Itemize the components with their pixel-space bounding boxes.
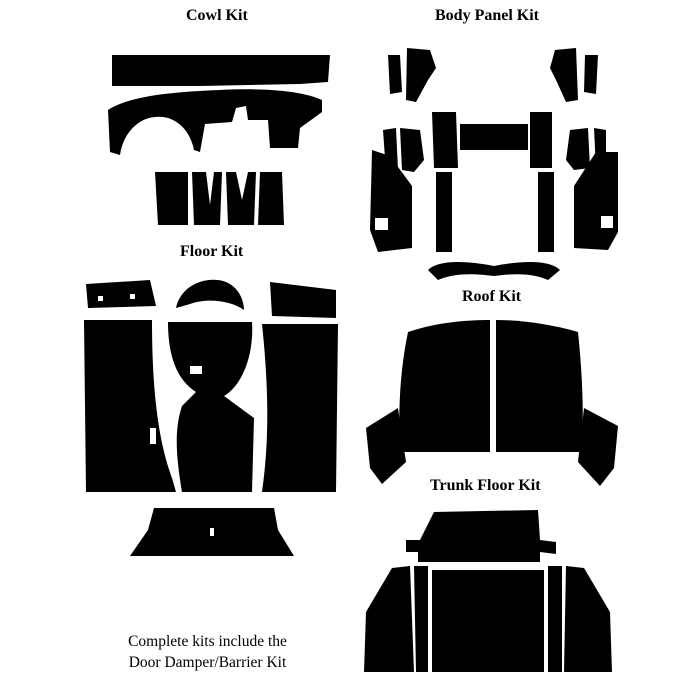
cowl-kick-panel-center-right — [226, 172, 256, 225]
floor-kit-pieces — [84, 279, 338, 556]
cowl-kit-title: Cowl Kit — [186, 7, 248, 24]
roof-left-panel — [399, 320, 490, 452]
body-panel-kit-title: Body Panel Kit — [435, 7, 540, 24]
cowl-dash-panel — [108, 89, 322, 155]
floor-main-right — [262, 324, 338, 492]
floor-front-right — [270, 282, 336, 318]
cowl-kick-panel-left — [155, 172, 188, 225]
cowl-kick-panel-center-left — [192, 172, 222, 225]
roof-side-right — [578, 408, 618, 486]
kit-note: Complete kits include the Door Damper/Ba… — [100, 631, 315, 673]
cowl-kit-pieces — [108, 55, 330, 225]
kit-note-line-2: Door Damper/Barrier Kit — [128, 654, 287, 671]
trunk-side-left — [364, 566, 414, 672]
roof-kit-title: Roof Kit — [462, 288, 522, 305]
trunk-floor-kit-title: Trunk Floor Kit — [430, 477, 541, 494]
roof-right-panel — [496, 320, 583, 452]
cowl-top-strip — [112, 55, 330, 86]
trunk-side-right — [564, 566, 612, 672]
cowl-kick-panel-right — [258, 172, 284, 225]
floor-kit-title: Floor Kit — [180, 243, 244, 260]
trunk-floor-kit-pieces — [364, 510, 612, 672]
trunk-center-panel — [432, 570, 544, 672]
floor-main-left — [84, 320, 176, 492]
body-panel-kit-pieces — [370, 48, 618, 280]
roof-side-left — [366, 408, 406, 484]
floor-tunnel-top — [176, 279, 244, 310]
trunk-inner-left — [414, 566, 428, 672]
trunk-top-panel — [406, 510, 556, 562]
kit-note-line-1: Complete kits include the — [128, 633, 287, 650]
floor-front-left — [86, 280, 156, 308]
roof-kit-pieces — [366, 320, 618, 486]
floor-tunnel — [168, 322, 254, 492]
trunk-inner-right — [548, 566, 562, 672]
